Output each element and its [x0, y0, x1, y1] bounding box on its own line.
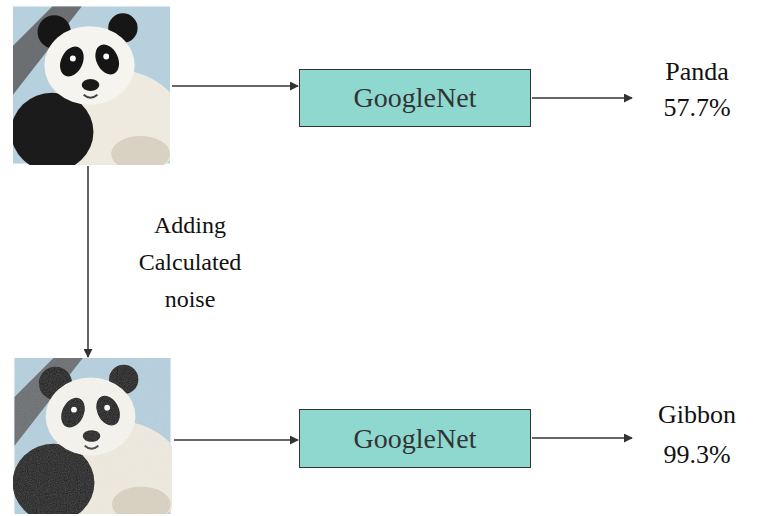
arrow	[532, 437, 632, 439]
box-label: GoogleNet	[354, 82, 477, 114]
process-box: GoogleNet	[299, 69, 531, 127]
class-prediction: Panda 57.7%	[663, 54, 730, 126]
arrow	[532, 97, 632, 99]
box-label: GoogleNet	[354, 423, 477, 455]
arrow-label: Adding Calculated noise	[139, 207, 242, 318]
arrow	[174, 439, 298, 441]
panda-image	[13, 5, 170, 165]
arrow	[87, 166, 89, 357]
noisy-panda-image	[13, 358, 172, 514]
process-box: GoogleNet	[299, 409, 531, 468]
class-prediction: Gibbon 99.3%	[658, 395, 736, 475]
arrow	[172, 85, 298, 87]
